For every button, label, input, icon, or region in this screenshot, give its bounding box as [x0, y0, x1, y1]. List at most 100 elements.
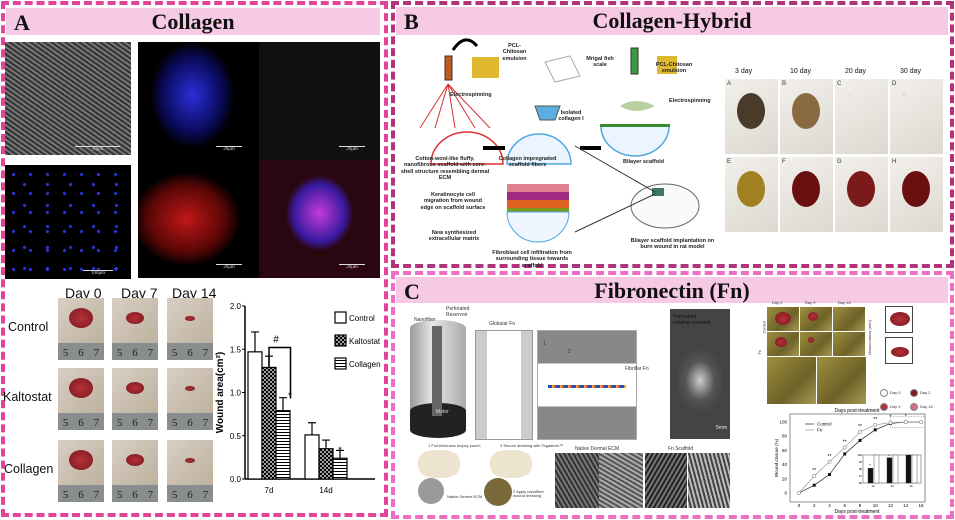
sem-native-1: [555, 453, 599, 508]
legend-swatch: [910, 389, 918, 397]
legend-swatch: [334, 311, 347, 324]
diagram-label: Electrospinning: [669, 98, 711, 104]
diagram-label: Perforated rotating reservoir: [673, 314, 711, 326]
diagram-label: PCL-Chitosan emulsion: [502, 43, 527, 62]
ruler-mark: 7: [147, 347, 154, 359]
step-label: 1 Full-thickness biopsy punch: [428, 443, 481, 448]
ruler-mark: 6: [132, 417, 138, 429]
skin-layer: [507, 184, 569, 192]
point-fn: [797, 491, 801, 495]
y-tick-label: 0: [784, 491, 787, 496]
confocal-red: 20μm: [138, 160, 259, 278]
sem-native-2: [599, 453, 643, 508]
ruler-mark: 7: [202, 347, 209, 359]
x-tick-label: 10: [873, 503, 879, 508]
ruler-mark: 5: [116, 417, 123, 429]
sem-fn-1: [645, 453, 687, 508]
fish-scale-icon: [544, 55, 581, 83]
panel-b-letter: B: [404, 9, 419, 34]
pointer-line: [574, 145, 656, 233]
day-label: 3 day: [735, 68, 753, 75]
scale-bar: 20μm: [339, 264, 365, 270]
inset-y-tick: 100: [857, 453, 862, 457]
y-tick-label: 0.0: [230, 475, 242, 484]
inset-bar-fn: [892, 454, 899, 484]
inset-bar-fn: [873, 454, 880, 484]
fn-wound-photo: [767, 307, 799, 331]
diagram-label: 2: [568, 349, 571, 355]
point-control: [812, 483, 816, 487]
y-tick-label: 80: [782, 434, 788, 439]
diagram-label: Fibrillar Fn: [625, 366, 649, 372]
annotation: *: [288, 391, 292, 402]
step-label: Native Dermal ECM: [447, 494, 483, 499]
y-tick-label: 20: [782, 476, 788, 481]
plot-frame: [789, 413, 926, 503]
panel-b: [391, 1, 954, 268]
confocal-merge: 20μm: [259, 160, 380, 278]
legend-label: Kaltostat: [349, 337, 381, 346]
diagram-label: 1: [543, 341, 546, 347]
inset-bar-control: [886, 457, 893, 484]
group-label: Control: [8, 320, 49, 334]
mouse-illustration: [490, 450, 532, 478]
error-bar: [322, 439, 330, 449]
ruler-mark: 6: [187, 489, 193, 501]
x-tick-label: 14: [903, 503, 909, 508]
beaker-icon: [534, 105, 561, 121]
ruler-mark: 5: [116, 347, 123, 359]
annotation: #: [273, 334, 279, 345]
ruler-mark: 5: [171, 489, 178, 501]
scale-bar: 100μm: [83, 270, 113, 276]
bar-kaltostat: [261, 366, 277, 480]
legend-label: Day 0: [890, 389, 901, 395]
y-tick-label: 40: [782, 462, 788, 467]
scale-bar: 20μm: [216, 146, 242, 152]
ruler-mark: 5: [62, 489, 69, 501]
point-fn: [827, 459, 832, 464]
row-label: Control: [761, 320, 767, 334]
dressing-circle: [484, 478, 512, 506]
step-label: 2 Apply nanofiber wound dressing: [513, 489, 544, 499]
point-fn: [888, 420, 893, 425]
legend-item: Day 9: [880, 403, 900, 411]
ruler-mark: 6: [187, 347, 193, 359]
healing-photo: F: [780, 157, 833, 232]
photo-letter: H: [892, 159, 897, 165]
diagram-label: Electrospinning: [450, 92, 492, 98]
sem-label: Fn Scaffold: [668, 446, 694, 452]
legend-label: Control: [817, 422, 832, 427]
diagram-label: Isolated collagen I: [558, 110, 584, 123]
spinning-device: [410, 320, 466, 438]
rat-icon: [630, 183, 700, 229]
group-label: Kaltostat: [3, 390, 52, 404]
y-tick-label: 100: [779, 420, 787, 425]
skin-layer: [507, 192, 569, 200]
point-control: [873, 428, 877, 432]
scaffold-section: [506, 211, 570, 243]
point-fn: [873, 422, 878, 427]
bar-control: [304, 434, 320, 480]
photo-letter: G: [837, 159, 842, 165]
significance-mark: *: [890, 415, 892, 421]
legend-label: Day 9: [890, 403, 901, 409]
legend-swatch: [334, 357, 347, 370]
mouse-illustration: [418, 450, 460, 478]
point-control: [843, 452, 847, 456]
y-tick-label: 0.5: [230, 432, 242, 441]
sem-label: Native Dermal ECM: [575, 446, 620, 452]
wound-stress-plot: [885, 337, 913, 364]
inset-y-tick: 97: [859, 474, 863, 478]
ruler-mark: 7: [147, 417, 154, 429]
inset-y-tick: 96: [859, 481, 863, 485]
ruler-mark: 5: [116, 489, 123, 501]
